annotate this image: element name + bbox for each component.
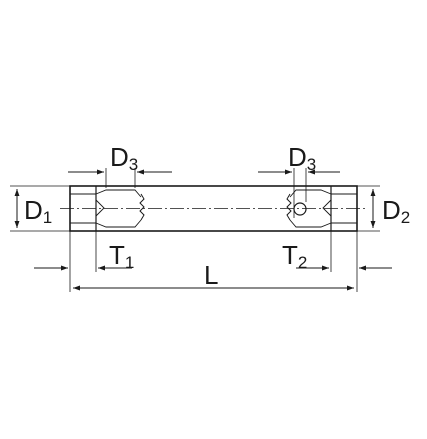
dimension-length: L: [73, 260, 354, 291]
dimension-t2: T2: [282, 231, 392, 292]
dimension-d1: D1: [10, 185, 70, 232]
label-d1: D1: [24, 195, 52, 227]
label-d2: D2: [382, 195, 410, 227]
label-d3-right: D3: [288, 142, 316, 174]
label-t1: T1: [109, 240, 134, 272]
dimension-d2: D2: [357, 185, 410, 232]
label-length: L: [204, 260, 218, 290]
tommy-bar-hole: [293, 202, 307, 216]
dimension-d3-right: D3: [258, 142, 340, 218]
label-d3-left: D3: [110, 142, 138, 174]
spanner-body: [60, 185, 368, 232]
label-t2: T2: [282, 240, 307, 272]
dimension-t1: T1: [34, 231, 134, 292]
dimension-d3-left: D3: [68, 142, 172, 188]
